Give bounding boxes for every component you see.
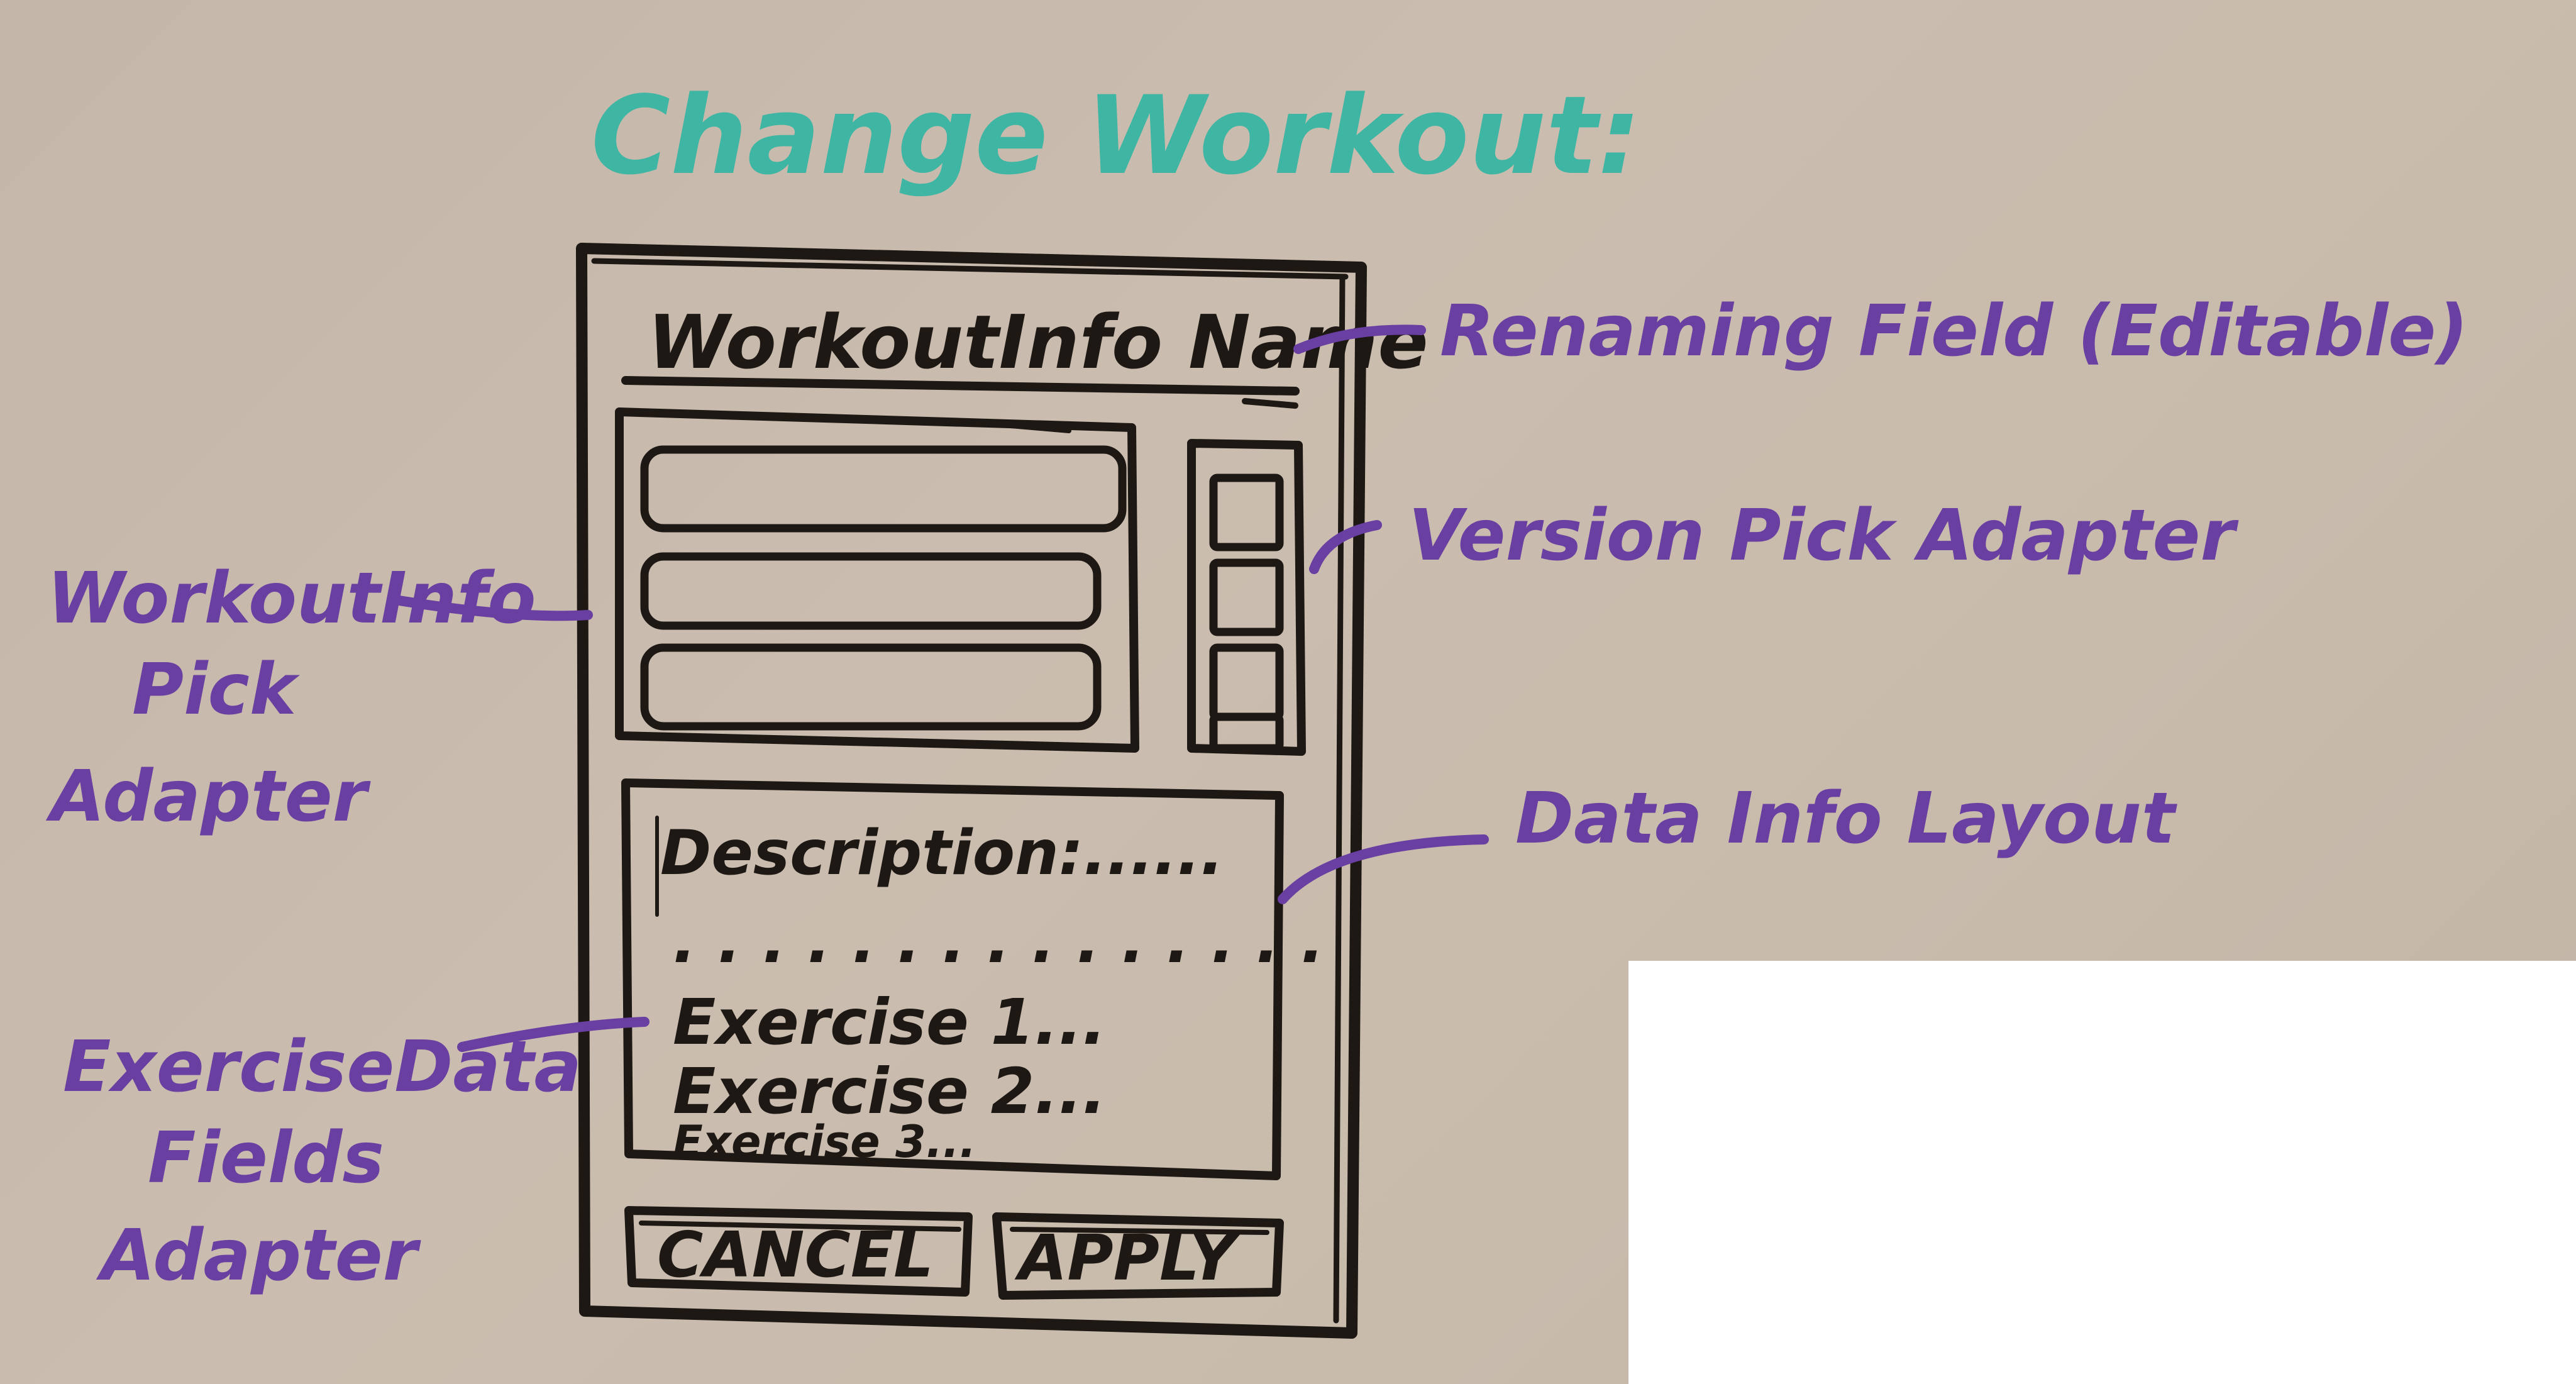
annotation-exercise-fields-3: Adapter: [96, 1215, 422, 1297]
workout-item-1: [640, 445, 1127, 533]
workout-item-3: [640, 643, 1102, 731]
data-info-box: [621, 778, 1284, 1180]
annotation-renaming-field: Renaming Field (Editable): [1440, 291, 2468, 372]
sketch-title: Change Workout:: [591, 72, 1641, 199]
exercise-2: Exercise 2...: [673, 1055, 1106, 1128]
cancel-label: CANCEL: [657, 1218, 934, 1292]
exercise-3: Exercise 3...: [673, 1116, 976, 1168]
dialog-frame: [576, 243, 1367, 1339]
annotation-version-pick: Version Pick Adapter: [1408, 495, 2239, 577]
annotation-workout-pick-2: Pick: [132, 649, 301, 731]
apply-button: APPLY: [992, 1212, 1284, 1300]
header-underline: [621, 376, 1300, 409]
annotation-workout-pick-3: Adapter: [45, 756, 372, 838]
version-item-3: [1209, 643, 1284, 721]
annotation-exercise-fields-2: Fields: [148, 1117, 384, 1199]
cancel-button: CANCEL: [624, 1206, 973, 1297]
version-item-1: [1209, 473, 1284, 551]
exercise-1: Exercise 1...: [673, 985, 1106, 1059]
header-name: WorkoutInfo Name: [648, 299, 1428, 385]
annotation-data-info: Data Info Layout: [1515, 778, 2177, 860]
annotation-workout-pick-1: WorkoutInfo: [47, 558, 536, 639]
apply-label: APPLY: [1014, 1221, 1241, 1295]
description-dots: . . . . . . . . . . . . . . .: [673, 905, 1324, 977]
description-text: Description:......: [660, 817, 1224, 889]
annotation-exercise-fields-1: ExerciseData: [63, 1026, 582, 1108]
workout-item-2: [640, 552, 1102, 630]
workout-pick-box: [615, 407, 1139, 753]
version-pick-box: [1187, 439, 1306, 756]
version-item-2: [1209, 558, 1284, 636]
blank-area: [1628, 961, 2576, 1384]
version-item-4: [1209, 712, 1284, 753]
connector-lines: [394, 324, 1489, 1052]
